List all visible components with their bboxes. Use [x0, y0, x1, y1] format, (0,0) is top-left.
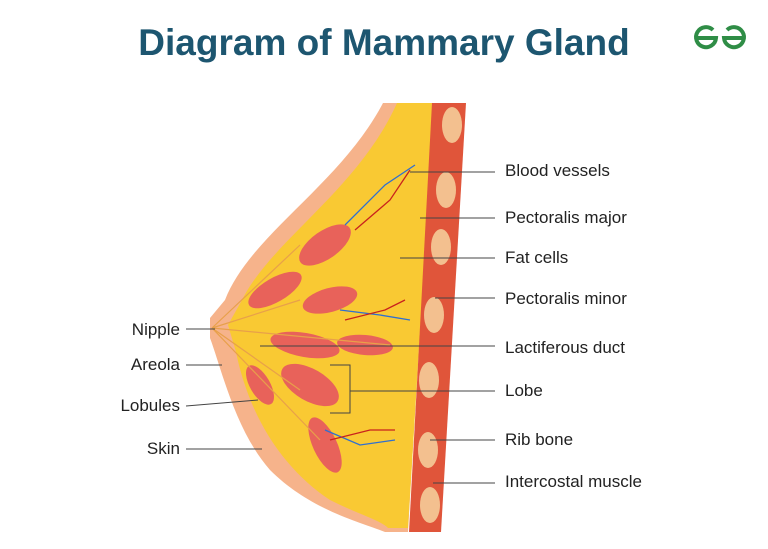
- label-lobe: Lobe: [505, 381, 543, 400]
- geeksforgeeks-logo: [694, 25, 746, 50]
- label-pectoralis-major: Pectoralis major: [505, 208, 627, 227]
- label-pectoralis-minor: Pectoralis minor: [505, 289, 627, 308]
- leader-lines: [185, 171, 495, 484]
- label-areola: Areola: [130, 355, 180, 374]
- label-lactiferous-duct: Lactiferous duct: [505, 338, 626, 357]
- label-intercostal-muscle: Intercostal muscle: [505, 472, 642, 491]
- label-rib-bone: Rib bone: [505, 430, 574, 449]
- lactiferous-ducts: [211, 244, 391, 441]
- lobes: [246, 224, 393, 473]
- label-lobules: Lobules: [120, 396, 180, 415]
- label-skin: Skin: [146, 439, 180, 458]
- blood-vessels: [324, 164, 416, 446]
- fat-layer: [228, 103, 434, 528]
- label-nipple: Nipple: [131, 320, 180, 339]
- rib-bones: [418, 107, 462, 523]
- label-blood-vessels: Blood vessels: [505, 161, 610, 180]
- diagram-title: Diagram of Mammary Gland: [138, 22, 630, 63]
- label-fat-cells: Fat cells: [505, 248, 569, 267]
